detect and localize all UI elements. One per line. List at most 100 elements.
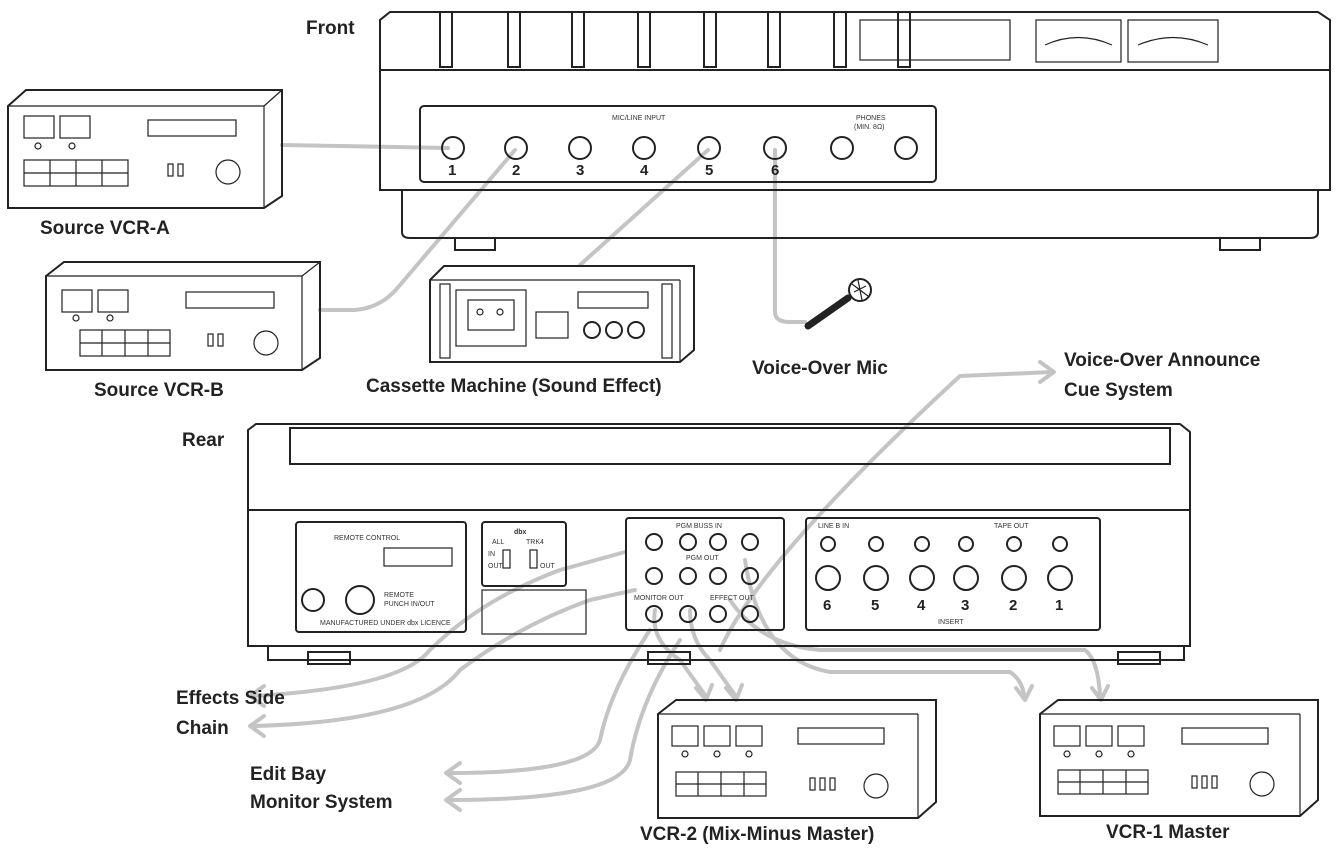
front-jack-numbers: 1 2 3 4 5 6 [448, 162, 779, 179]
vcr-1-meter-3 [1117, 725, 1145, 747]
input-jack-5 [697, 136, 721, 160]
vcr-2 [657, 699, 937, 819]
phones-jack-2 [894, 136, 918, 160]
remote-control-label: REMOTE CONTROL [334, 535, 400, 542]
vcr-2-small-button-2 [819, 777, 826, 791]
vcr-a-body [7, 89, 283, 209]
phones-jack-1 [830, 136, 854, 160]
front-mixer-face [379, 69, 1331, 191]
input-jack-2 [504, 136, 528, 160]
insert-label: INSERT [938, 619, 964, 626]
dbx-all-label: ALL [492, 539, 505, 546]
vcr-b-small-button-1 [207, 333, 214, 347]
vcr-1 [1039, 699, 1319, 817]
insert-number-6: 6 [823, 597, 831, 614]
line-b-in-jack-5 [868, 536, 884, 552]
front-jacks [441, 136, 918, 160]
insert-jacks [815, 565, 1073, 591]
vcr-1-knob-2 [1095, 750, 1103, 758]
pgm-out-jack-3 [679, 567, 697, 585]
vcr-2-meter-1 [671, 725, 699, 747]
rear-mixer-base [267, 645, 1185, 661]
rear-blank-plate [481, 589, 587, 635]
fader-2 [507, 11, 521, 68]
input-number-6: 6 [771, 162, 779, 179]
vcr-1-knob-3 [1127, 750, 1135, 758]
vcr-1-body [1039, 699, 1319, 817]
arrow-edit-bay [444, 761, 462, 785]
vcr-1-meter-1 [1053, 725, 1081, 747]
fader-8 [897, 11, 911, 68]
dbx-label: dbx [514, 529, 527, 536]
vcr-a-small-button-1 [167, 163, 174, 177]
pgm-buss-in-jack-4 [645, 533, 663, 551]
fader-4 [637, 11, 651, 68]
input-jack-1 [441, 136, 465, 160]
effect-out-label: EFFECT OUT [710, 595, 755, 602]
cassette-rack-ear-left [439, 283, 451, 359]
insert-number-3: 3 [961, 597, 969, 614]
pgm-out-label: PGM OUT [686, 555, 719, 562]
effects-chain-label: Chain [176, 718, 229, 739]
source-vcr-a [7, 89, 283, 209]
microphone [804, 278, 872, 330]
pgm-buss-in-label: PGM BUSS IN [676, 523, 722, 530]
source-vcr-a-label: Source VCR-A [40, 218, 170, 239]
front-display-window [859, 19, 1011, 61]
input-jack-4 [632, 136, 656, 160]
vcr-2-dial [863, 773, 889, 799]
vcr-1-label: VCR-1 Master [1106, 822, 1230, 843]
pgm-out-jack-4 [645, 567, 663, 585]
dbx-out-label-2: OUT [540, 563, 556, 570]
effects-side-label: Effects Side [176, 688, 285, 709]
input-number-1: 1 [448, 162, 456, 179]
rear-foot-mid [647, 651, 691, 665]
vcr-a-knob-1 [34, 142, 42, 150]
vcr-2-knob-3 [745, 750, 753, 758]
dbx-trk4-label: TRK4 [526, 539, 544, 546]
edit-bay-label: Edit Bay [250, 764, 326, 785]
vcr-1-small-button-3 [1211, 775, 1218, 789]
source-vcr-b [45, 261, 321, 371]
effect-out-jack-1 [709, 605, 727, 623]
front-meter-left-scale [1044, 36, 1113, 46]
fader-5 [703, 11, 717, 68]
input-number-5: 5 [705, 162, 713, 179]
insert-numbers: 6 5 4 3 2 1 [823, 597, 1063, 614]
front-foot-right [1219, 237, 1261, 251]
rear-foot-right [1117, 651, 1161, 665]
line-b-in-jack-6 [820, 536, 836, 552]
cassette-meter-window [577, 291, 649, 309]
vcr-2-label: VCR-2 (Mix-Minus Master) [640, 824, 874, 844]
cassette-reel-right [496, 308, 504, 316]
cassette-body [429, 265, 695, 363]
vcr-b-knob-2 [106, 314, 114, 322]
dbx-panel [481, 521, 567, 587]
arrow-vcr1-a [1014, 684, 1034, 702]
tape-out-label: TAPE OUT [994, 523, 1029, 530]
cassette-window [467, 299, 515, 331]
vcr-b-edge-corner [301, 261, 321, 277]
vcr-1-display [1181, 727, 1269, 745]
cassette-knob-1 [583, 321, 601, 339]
line-b-tape-jacks [820, 536, 1068, 552]
pgm-out-jack-1 [741, 567, 759, 585]
insert-number-1: 1 [1055, 597, 1063, 614]
line-b-in-label: LINE B IN [818, 523, 849, 530]
front-meter-right-scale [1137, 36, 1209, 46]
rear-vent-grille [289, 427, 1171, 465]
fader-7 [833, 11, 847, 68]
vcr-2-knob-2 [713, 750, 721, 758]
vcr-1-small-button-2 [1201, 775, 1208, 789]
tape-out-jack-1 [1052, 536, 1068, 552]
insert-panel [805, 517, 1101, 631]
tape-out-jack-2 [1006, 536, 1022, 552]
remote-punch-label-1: REMOTE [384, 592, 414, 599]
vcr-b-meter-1 [61, 289, 93, 313]
front-mixer: MIC/LINE INPUT PHONES (MIN. 8Ω) 1 2 3 4 … [379, 11, 1331, 251]
insert-number-5: 5 [871, 597, 879, 614]
vcr-2-small-button-3 [829, 777, 836, 791]
cable-vcr-b-to-input-2 [318, 148, 517, 312]
insert-jack-3 [953, 565, 979, 591]
